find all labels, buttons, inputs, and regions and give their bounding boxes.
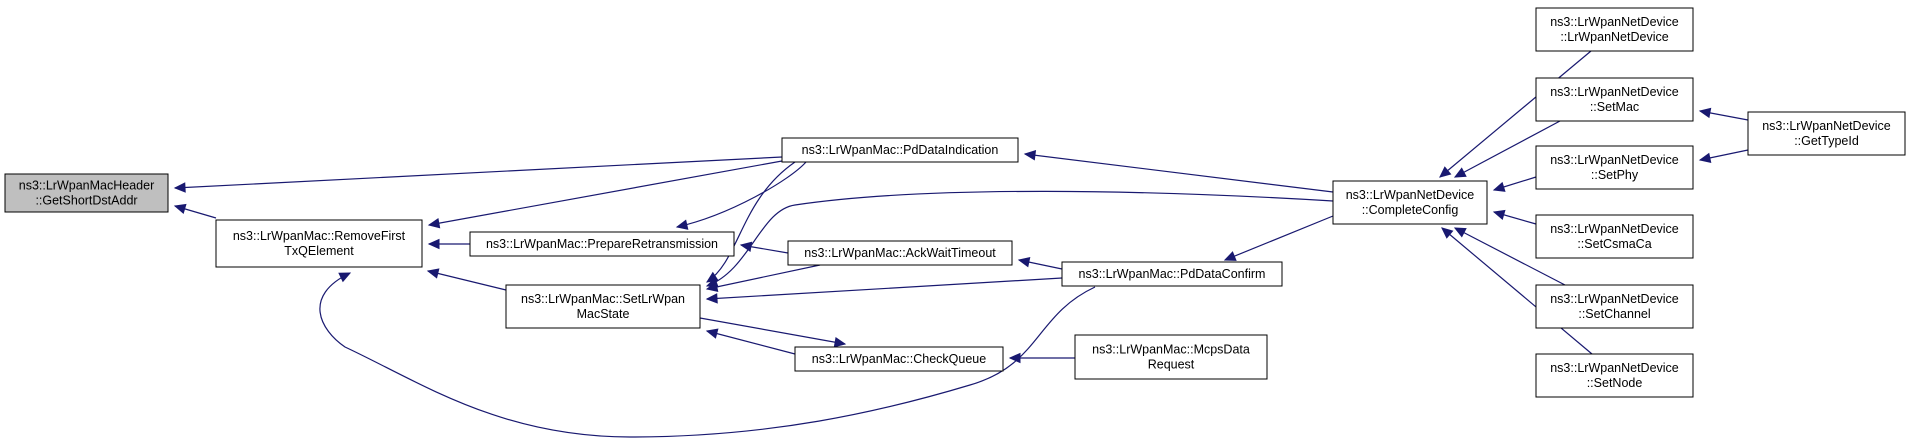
node-label-line: ns3::LrWpanNetDevice: [1762, 119, 1891, 133]
edge-pd_data_indication-to-get_short_dst_addr: [173, 156, 783, 193]
node-label-line: ns3::LrWpanMac::PdDataIndication: [802, 143, 999, 157]
node-label-line: ::GetTypeId: [1794, 134, 1859, 148]
node-label-line: ns3::LrWpanMac::CheckQueue: [812, 352, 986, 366]
edge-pd_data_confirm-to-ack_wait_timeout: [1017, 256, 1063, 270]
node-prepare-retransmission[interactable]: ns3::LrWpanMac::PrepareRetransmission: [469, 231, 735, 257]
edge-pd_data_confirm-to-set_lr_wpan_mac_state: [705, 277, 1063, 304]
node-label-line: ns3::LrWpanNetDevice: [1550, 292, 1679, 306]
node-label-line: ns3::LrWpanMac::SetLrWpan: [521, 292, 685, 306]
node-label-line: ns3::LrWpanMac::PdDataConfirm: [1079, 267, 1266, 281]
edge-get_type_id-to-set_phy: [1698, 149, 1749, 164]
node-label-line: ::GetShortDstAddr: [35, 194, 137, 208]
node-label-line: ::SetMac: [1590, 100, 1639, 114]
edge-set_csma_ca-to-complete_config: [1492, 209, 1537, 225]
edge-ack_wait_timeout-to-set_lr_wpan_mac_state: [705, 264, 821, 292]
edge-ctor-to-complete_config: [1439, 50, 1592, 178]
node-label-line: ns3::LrWpanMac::AckWaitTimeout: [804, 246, 996, 260]
node-label-line: ::SetNode: [1587, 376, 1643, 390]
edge-set_mac-to-complete_config: [1453, 120, 1561, 178]
node-ctor[interactable]: ns3::LrWpanNetDevice::LrWpanNetDevice: [1535, 7, 1694, 52]
node-label-line: ::CompleteConfig: [1362, 203, 1459, 217]
edge-set_node-to-complete_config: [1441, 227, 1593, 355]
node-set-mac[interactable]: ns3::LrWpanNetDevice::SetMac: [1535, 77, 1694, 122]
edge-check_queue-to-set_lr_wpan_mac_state: [705, 328, 796, 355]
node-set-node[interactable]: ns3::LrWpanNetDevice::SetNode: [1535, 353, 1694, 398]
node-label-line: ns3::LrWpanNetDevice: [1550, 222, 1679, 236]
node-label-line: TxQElement: [284, 244, 354, 258]
node-get-short-dst-addr[interactable]: ns3::LrWpanMacHeader::GetShortDstAddr: [4, 173, 169, 213]
node-ack-wait-timeout[interactable]: ns3::LrWpanMac::AckWaitTimeout: [787, 240, 1013, 266]
edge-set_phy-to-complete_config: [1492, 176, 1537, 192]
node-label-line: ::SetPhy: [1591, 168, 1639, 182]
node-check-queue[interactable]: ns3::LrWpanMac::CheckQueue: [794, 346, 1004, 372]
node-get-type-id[interactable]: ns3::LrWpanNetDevice::GetTypeId: [1747, 111, 1906, 156]
edge-complete_config-to-pd_data_indication: [1023, 150, 1334, 193]
node-label-line: ns3::LrWpanMacHeader: [19, 179, 154, 193]
node-label-line: ns3::LrWpanNetDevice: [1550, 361, 1679, 375]
node-label-line: ns3::LrWpanNetDevice: [1346, 188, 1475, 202]
node-pd-data-indication[interactable]: ns3::LrWpanMac::PdDataIndication: [781, 137, 1019, 163]
node-label-line: ns3::LrWpanNetDevice: [1550, 15, 1679, 29]
node-set-csma-ca[interactable]: ns3::LrWpanNetDevice::SetCsmaCa: [1535, 214, 1694, 259]
node-label-line: MacState: [577, 307, 630, 321]
edge-prepare_retransmission-to-remove_first_tx_q_element: [427, 238, 470, 250]
edge-get_type_id-to-set_mac: [1698, 107, 1749, 121]
edge-pd_data_indication-to-prepare_retransmission: [675, 161, 807, 230]
edge-set_lr_wpan_mac_state-to-remove_first_tx_q_element: [426, 268, 507, 291]
edge-ack_wait_timeout-to-prepare_retransmission: [739, 241, 789, 254]
edges-layer: [173, 50, 1749, 438]
node-complete-config[interactable]: ns3::LrWpanNetDevice::CompleteConfig: [1332, 180, 1488, 225]
node-label-line: ns3::LrWpanNetDevice: [1550, 153, 1679, 167]
node-label-line: ns3::LrWpanMac::RemoveFirst: [233, 229, 406, 243]
node-label-line: ns3::LrWpanNetDevice: [1550, 85, 1679, 99]
edge-set_lr_wpan_mac_state-to-check_queue: [699, 317, 847, 348]
node-label-line: ns3::LrWpanMac::PrepareRetransmission: [486, 237, 718, 251]
edge-pd_data_indication-to-set_lr_wpan_mac_state: [705, 161, 796, 283]
node-label-line: ns3::LrWpanMac::McpsData: [1092, 343, 1250, 357]
node-label-line: ::SetChannel: [1578, 307, 1650, 321]
edge-remove_first_tx_q_element-to-get_short_dst_addr: [173, 203, 217, 219]
nodes-layer: ns3::LrWpanMacHeader::GetShortDstAddrns3…: [4, 7, 1906, 398]
edge-complete_config-to-pd_data_confirm: [1223, 215, 1334, 261]
edge-set_channel-to-complete_config: [1453, 227, 1566, 286]
edge-pd_data_indication-to-remove_first_tx_q_element: [427, 160, 783, 229]
node-set-channel[interactable]: ns3::LrWpanNetDevice::SetChannel: [1535, 284, 1694, 329]
node-pd-data-confirm[interactable]: ns3::LrWpanMac::PdDataConfirm: [1061, 261, 1283, 287]
edge-pd_data_confirm-to-remove_first_tx_q_element: [319, 272, 1096, 438]
edge-mcps_data_request-to-check_queue: [1008, 352, 1075, 364]
node-set-phy[interactable]: ns3::LrWpanNetDevice::SetPhy: [1535, 145, 1694, 190]
node-label-line: Request: [1148, 358, 1195, 372]
node-label-line: ::SetCsmaCa: [1577, 237, 1651, 251]
node-label-line: ::LrWpanNetDevice: [1560, 30, 1668, 44]
